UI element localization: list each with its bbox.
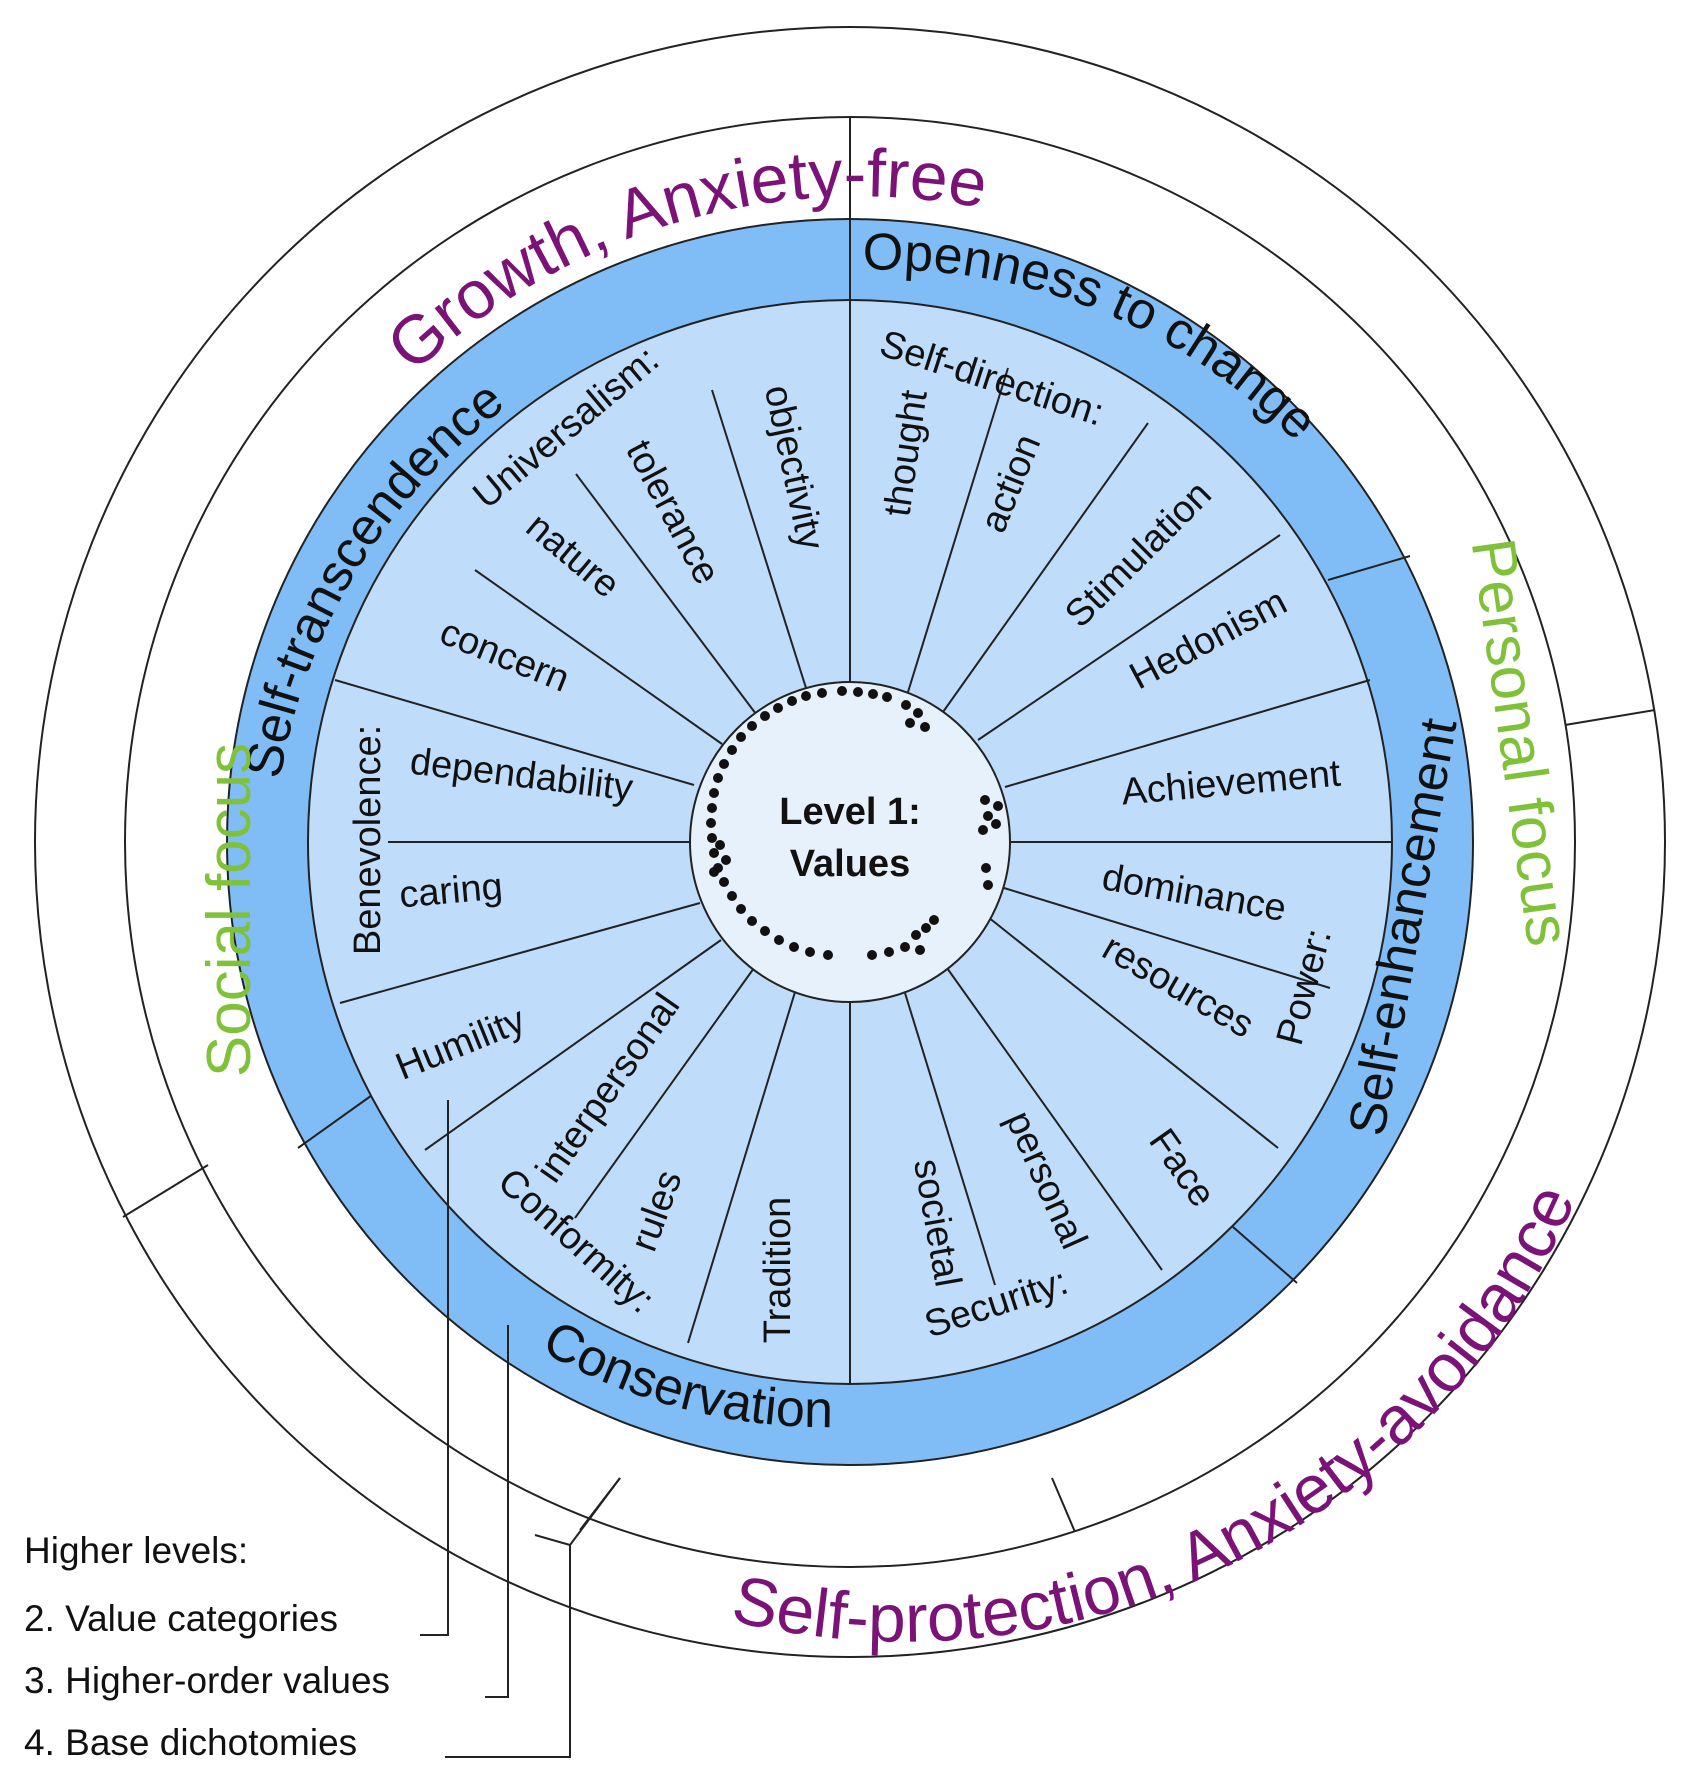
higher-order-divider-left	[297, 1092, 376, 1149]
focus-divider-right	[1564, 709, 1656, 726]
center-dots	[706, 686, 1003, 960]
benevolence-label: Benevolence:	[347, 725, 389, 955]
social-focus-label: Social focus	[195, 743, 264, 1077]
focus-divider-bottom-right	[1051, 1477, 1076, 1533]
legend-leaders	[420, 1100, 621, 1758]
legend-value-categories: 2. Value categories	[24, 1598, 339, 1639]
value-dividers	[334, 300, 1392, 1383]
center-line-2: Values	[790, 843, 910, 885]
legend-base-dichotomies: 4. Base dichotomies	[24, 1722, 358, 1763]
center-circle	[689, 681, 1011, 1003]
legend-higher-order-values: 3. Higher-order values	[24, 1660, 391, 1701]
tradition-label: Tradition	[757, 1197, 799, 1343]
center-line-1: Level 1:	[779, 791, 921, 833]
higher-order-divider-right	[1327, 555, 1411, 581]
legend-heading: Higher levels:	[24, 1530, 249, 1571]
focus-divider-left	[122, 1164, 209, 1218]
caring-label: caring	[398, 866, 505, 917]
higher-order-divider-bottom-right	[1224, 1219, 1298, 1284]
